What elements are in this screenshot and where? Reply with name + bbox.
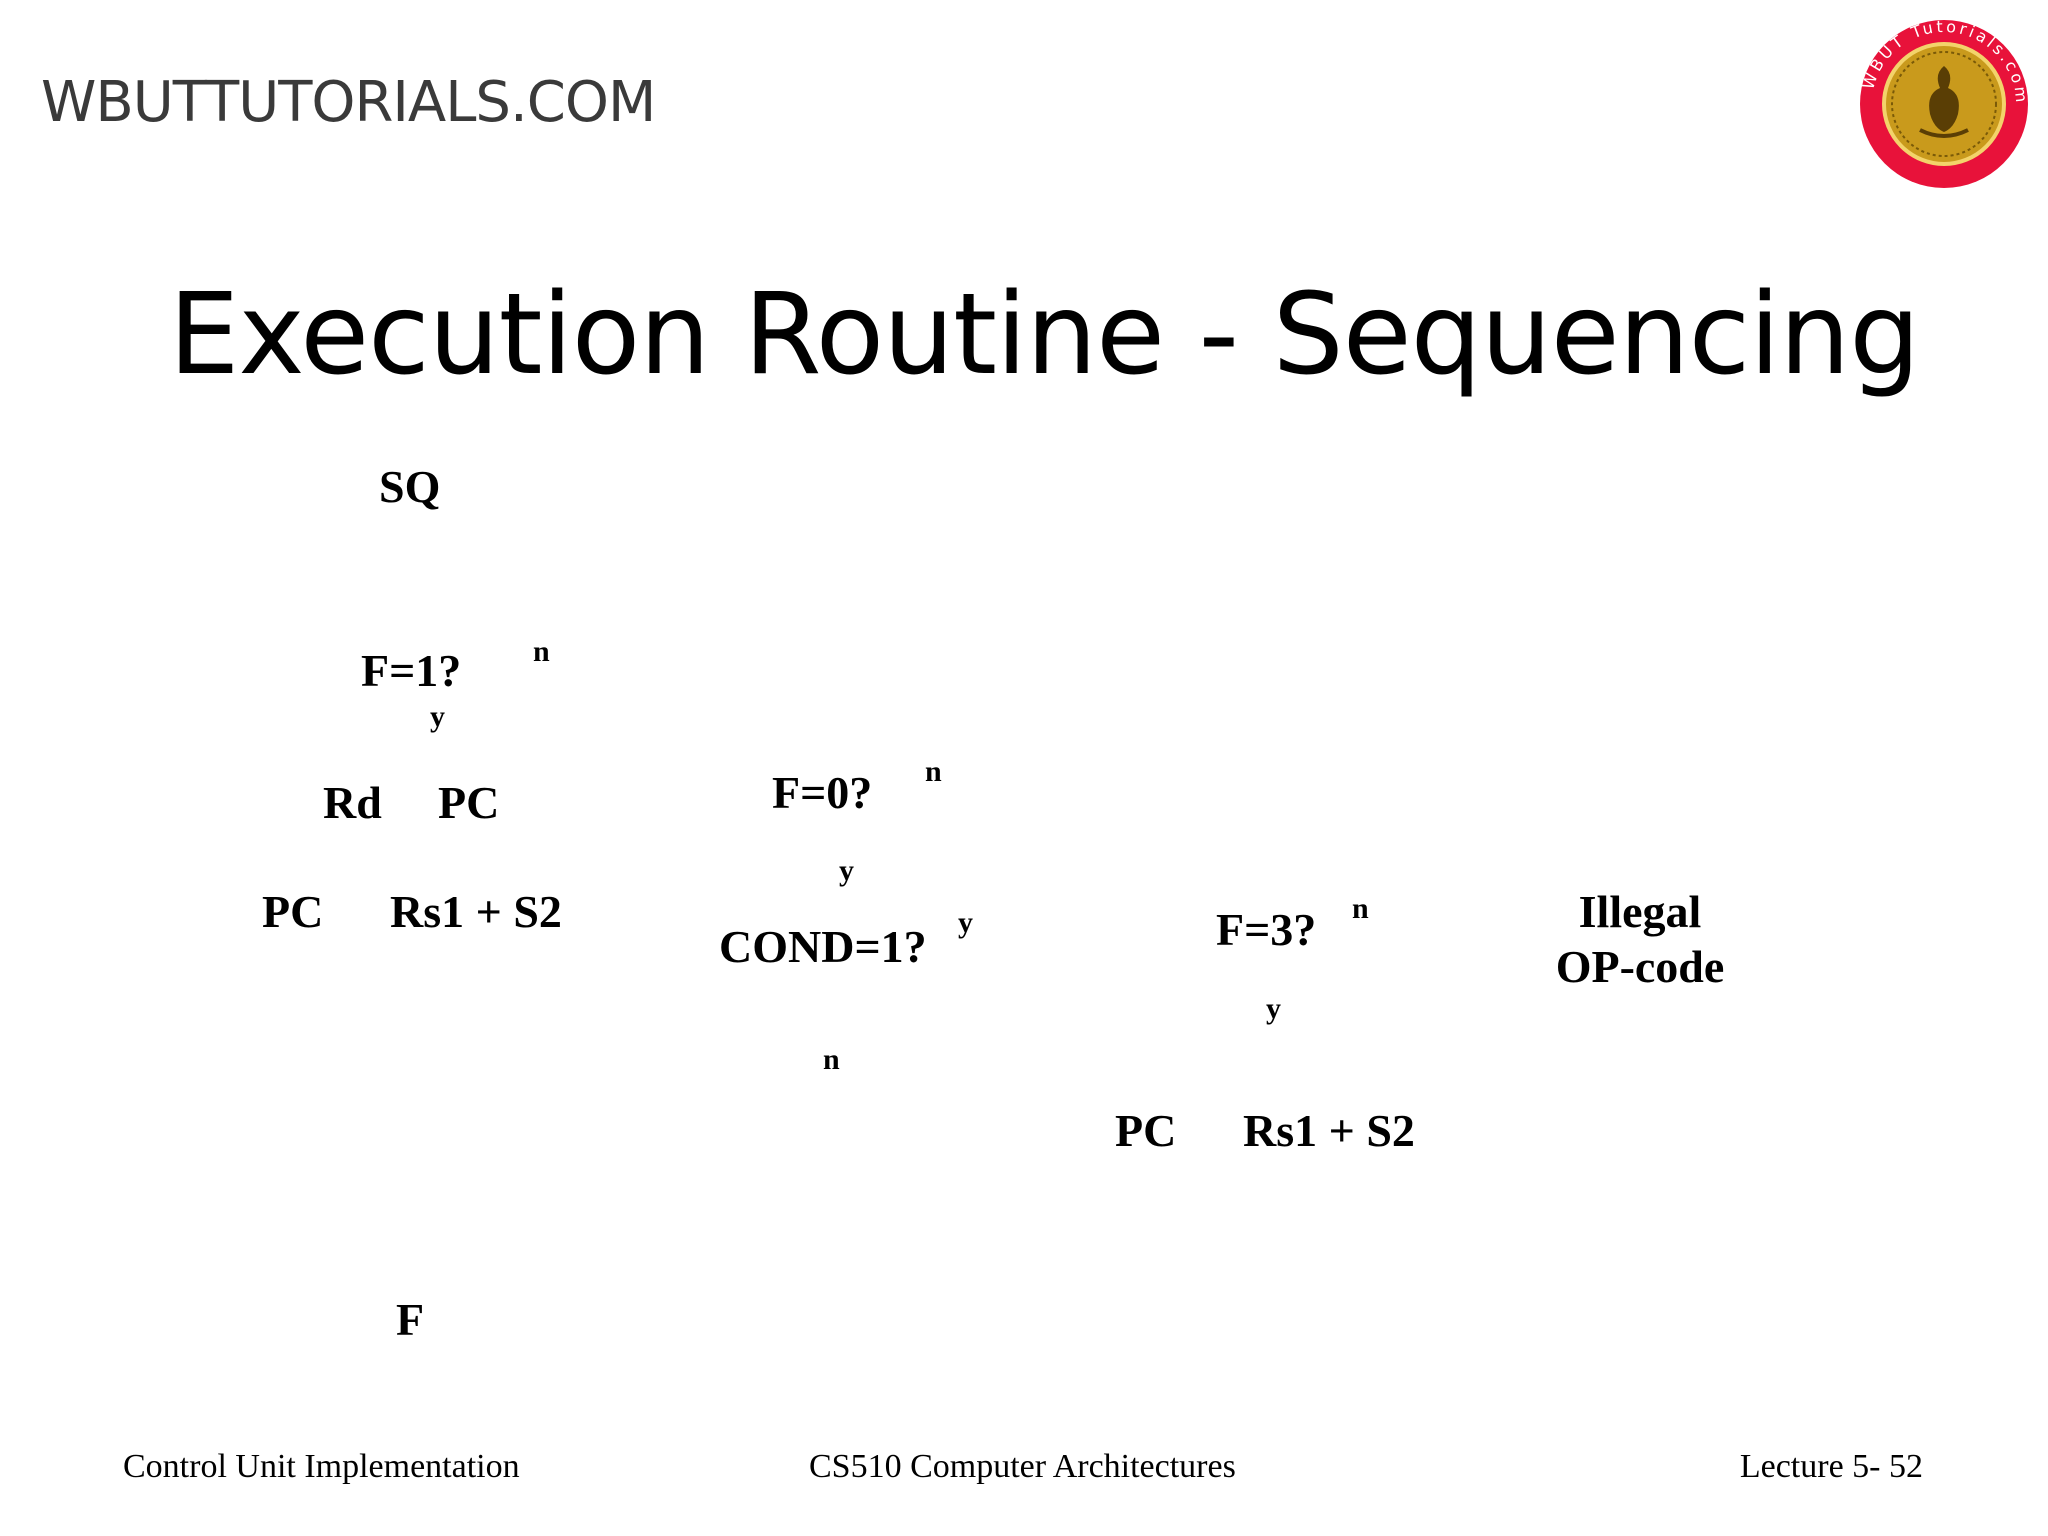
rd-register: Rd <box>323 777 382 828</box>
f1-no-label: n <box>533 635 550 668</box>
f3-no-label: n <box>1352 892 1369 925</box>
footer-right: Lecture 5- 52 <box>1739 1448 1923 1485</box>
decision-f-equals-1: F=1? <box>361 645 462 696</box>
footer-center: CS510 Computer Architectures <box>809 1448 1236 1485</box>
pc-target-1: PC <box>262 886 324 937</box>
f0-no-label: n <box>925 755 942 788</box>
rs1-plus-s2-1: Rs1 + S2 <box>390 886 562 937</box>
cond-no-label: n <box>823 1043 840 1076</box>
pc-target-2: PC <box>1115 1105 1177 1156</box>
f0-yes-label: y <box>839 854 854 887</box>
end-node-f: F <box>396 1294 425 1345</box>
footer-left: Control Unit Implementation <box>123 1448 520 1485</box>
slide-title: Execution Routine - Sequencing <box>168 270 1921 400</box>
illegal-opcode-line1: Illegal <box>1578 886 1702 937</box>
start-node-sq: SQ <box>379 461 441 512</box>
decision-cond-equals-1: COND=1? <box>719 921 927 972</box>
rs1-plus-s2-2: Rs1 + S2 <box>1243 1105 1415 1156</box>
illegal-opcode-line2: OP-code <box>1555 941 1725 992</box>
f3-yes-label: y <box>1266 992 1281 1025</box>
pc-source-1: PC <box>438 777 500 828</box>
decision-f-equals-0: F=0? <box>772 767 873 818</box>
wbut-logo: WBUT Tutorials.com <box>1858 18 2028 188</box>
decision-f-equals-3: F=3? <box>1216 904 1317 955</box>
site-title: WBUTTUTORIALS.COM <box>41 70 656 135</box>
f1-yes-label: y <box>430 700 445 733</box>
cond-yes-label: y <box>958 906 973 939</box>
